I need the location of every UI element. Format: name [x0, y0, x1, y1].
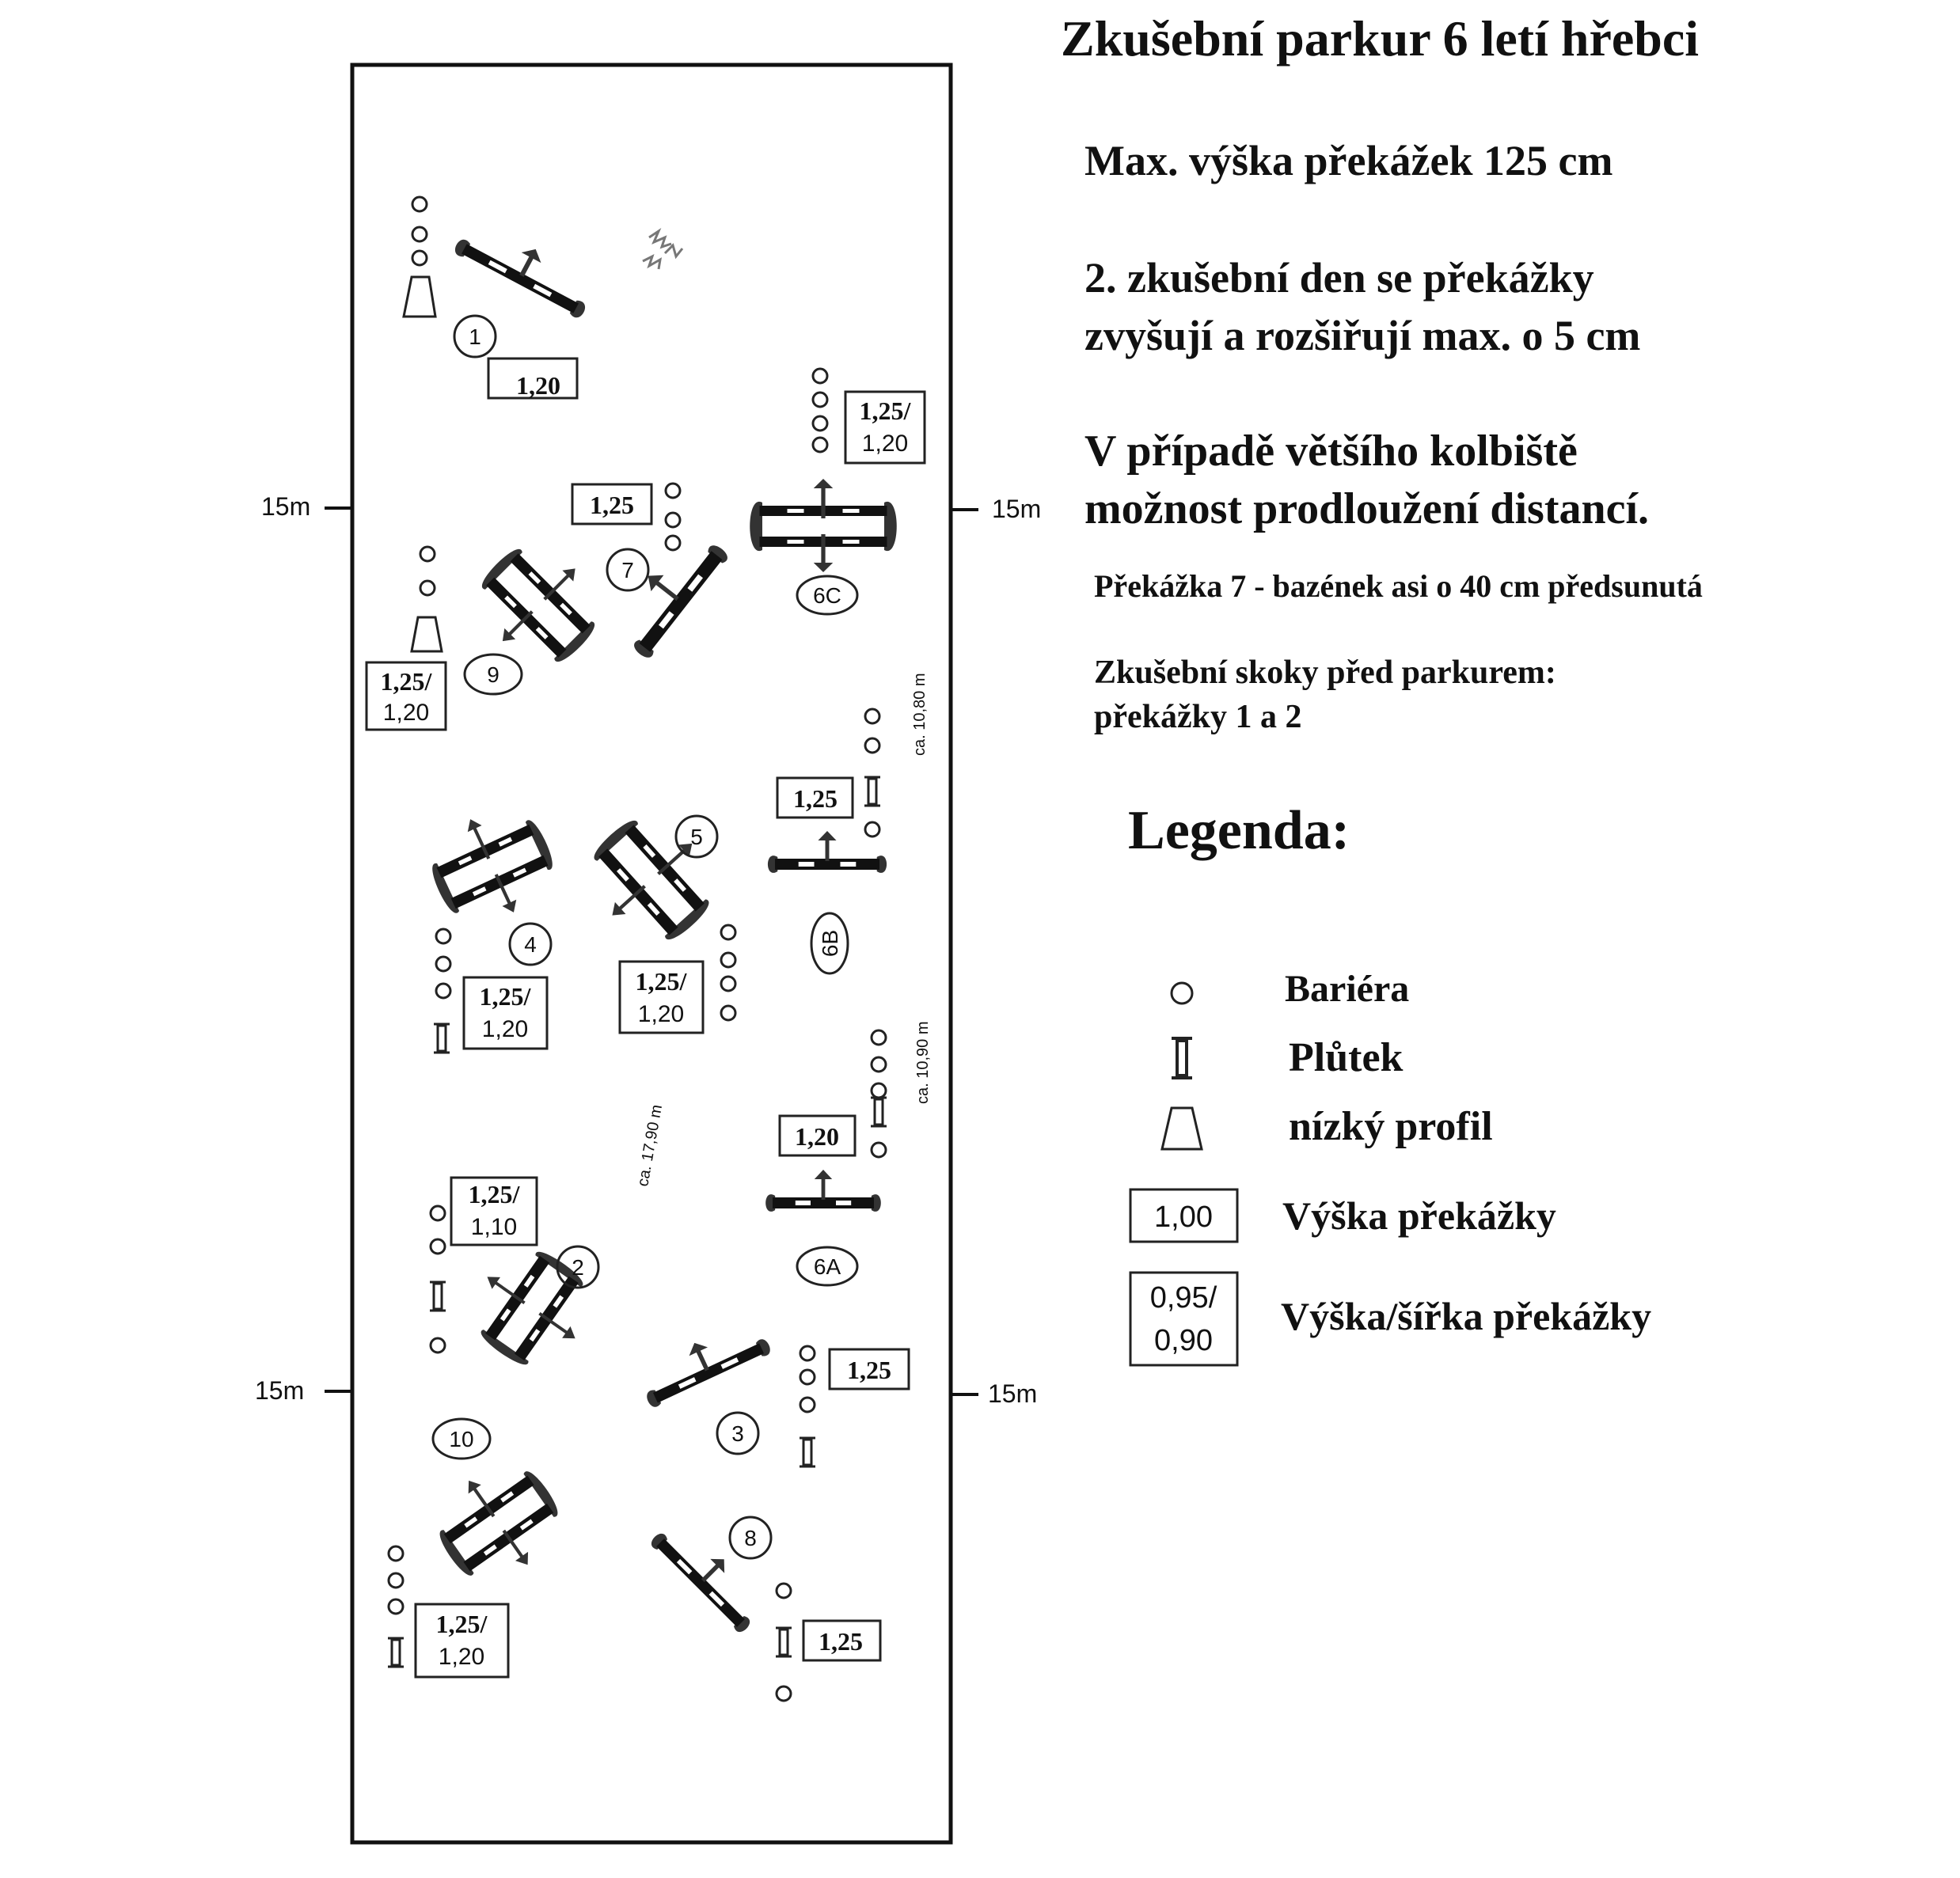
- info-day2-line2: zvyšují a rozšiřují max. o 5 cm: [1084, 312, 1641, 359]
- info-warmup-line2: překážky 1 a 2: [1094, 699, 1302, 735]
- svg-text:1,20: 1,20: [862, 431, 908, 457]
- distance-label-6a-6b: ca. 10,90 m: [914, 1021, 932, 1104]
- marker-right-bottom: 15m: [988, 1379, 1037, 1408]
- svg-text:Plůtek: Plůtek: [1289, 1035, 1404, 1080]
- svg-text:1,25: 1,25: [590, 491, 634, 519]
- obstacle-10: [419, 1445, 578, 1600]
- svg-text:1,10: 1,10: [471, 1214, 517, 1240]
- svg-text:1,20: 1,20: [795, 1122, 839, 1151]
- low-profile-group: [402, 275, 443, 653]
- obstacle-7-height-box: 1,25: [571, 483, 653, 525]
- obstacle-6c-number: 6C: [813, 583, 841, 608]
- obstacle-6c-height-box: 1,25/ 1,20: [844, 390, 926, 465]
- marker-right-top: 15m: [992, 495, 1041, 523]
- info-arena-line2: možnost prodloužení distancí.: [1084, 484, 1650, 533]
- obstacle-10-number: 10: [449, 1427, 473, 1451]
- svg-text:1,20: 1,20: [638, 1001, 684, 1027]
- svg-text:1,00: 1,00: [1154, 1201, 1213, 1234]
- legend-item-low-profile: nízký profil: [1160, 1104, 1493, 1151]
- marker-left-bottom: 15m: [255, 1376, 304, 1405]
- obstacle-9-number: 9: [487, 662, 499, 687]
- obstacle-1-height-box: 1,20: [487, 357, 579, 400]
- obstacle-6a-number: 6A: [814, 1254, 841, 1279]
- arena-outline: [350, 63, 953, 1845]
- svg-text:Bariéra: Bariéra: [1285, 968, 1409, 1010]
- obstacle-9-height-box: 1,25/ 1,20: [365, 661, 447, 731]
- info-max-height: Max. výška překážek 125 cm: [1084, 137, 1613, 184]
- legend-item-barrier: Bariéra: [1170, 968, 1409, 1010]
- info-obstacle7: Překážka 7 - bazének asi o 40 cm předsun…: [1094, 568, 1703, 604]
- obstacle-5-number: 5: [690, 825, 703, 849]
- obstacle-1: [453, 215, 600, 320]
- svg-text:1,25/: 1,25/: [636, 967, 688, 996]
- svg-text:1,25/: 1,25/: [436, 1610, 488, 1638]
- obstacle-9: [459, 525, 619, 685]
- info-warmup-line1: Zkušební skoky před parkurem:: [1094, 654, 1556, 691]
- obstacle-3-height-box: 1,25: [828, 1348, 910, 1390]
- svg-text:1,25/: 1,25/: [480, 982, 532, 1011]
- obstacle-4-height-box: 1,25/ 1,20: [462, 976, 549, 1050]
- obstacle-4: [417, 795, 567, 937]
- svg-text:Výška překážky: Výška překážky: [1282, 1193, 1556, 1238]
- obstacle-8-number: 8: [744, 1526, 757, 1550]
- obstacle-4-number: 4: [524, 932, 537, 957]
- obstacle-5: [570, 796, 735, 962]
- scribble-mark: [642, 227, 684, 270]
- svg-text:1,20: 1,20: [439, 1644, 484, 1670]
- obstacle-6b-number: 6B: [818, 930, 842, 957]
- obstacle-5-height-box: 1,25/ 1,20: [618, 960, 705, 1034]
- legend-item-height-width: 0,95/ 0,90 Výška/šířka překážky: [1129, 1271, 1651, 1367]
- fence-post-group: [388, 776, 887, 1668]
- obstacle-3-number: 3: [731, 1421, 744, 1446]
- obstacle-2-height-box: 1,25/ 1,10: [450, 1176, 538, 1246]
- obstacle-8-height-box: 1,25: [802, 1619, 882, 1662]
- obstacle-6b-height-box: 1,25: [776, 776, 854, 819]
- svg-text:1,25/: 1,25/: [860, 396, 912, 425]
- obstacle-6a: [765, 1170, 881, 1212]
- legend-heading: Legenda:: [1128, 800, 1350, 861]
- svg-text:0,90: 0,90: [1154, 1324, 1213, 1357]
- obstacle-1-number: 1: [469, 324, 481, 349]
- svg-text:1,20: 1,20: [383, 700, 429, 726]
- svg-text:1,25/: 1,25/: [469, 1180, 521, 1208]
- info-arena-line1: V případě většího kolbiště: [1084, 427, 1578, 476]
- svg-text:1,25: 1,25: [847, 1356, 891, 1384]
- obstacle-7: [607, 523, 731, 660]
- legend: Bariéra Plůtek nízký profil 1,00 Výška p…: [1129, 968, 1651, 1367]
- course-title: Zkušební parkur 6 letí hřebci: [1061, 10, 1700, 66]
- svg-text:Výška/šířka překážky: Výška/šířka překážky: [1281, 1294, 1651, 1338]
- svg-text:1,25/: 1,25/: [381, 667, 433, 696]
- obstacle-6a-height-box: 1,20: [778, 1114, 857, 1157]
- obstacle-2-number: 2: [572, 1255, 584, 1280]
- svg-text:nízký profil: nízký profil: [1289, 1104, 1493, 1149]
- svg-text:1,25: 1,25: [793, 784, 838, 813]
- legend-item-height: 1,00 Výška překážky: [1129, 1188, 1556, 1243]
- obstacle-7-number: 7: [621, 558, 634, 582]
- distance-label-6b-6c: ca. 10,80 m: [911, 673, 929, 756]
- svg-text:1,25: 1,25: [819, 1627, 863, 1656]
- obstacle-3: [634, 1315, 773, 1409]
- svg-text:1,20: 1,20: [482, 1016, 528, 1042]
- obstacle-6b: [768, 831, 887, 873]
- obstacle-6c: [750, 479, 897, 572]
- svg-text:0,95/: 0,95/: [1150, 1281, 1217, 1315]
- barrier-group: [387, 195, 887, 1702]
- distance-label-5-6a: ca. 17,90 m: [634, 1103, 666, 1188]
- svg-text:1,20: 1,20: [516, 371, 560, 400]
- info-day2-line1: 2. zkušební den se překážky: [1084, 254, 1594, 302]
- legend-item-fence: Plůtek: [1172, 1035, 1404, 1080]
- obstacle-10-height-box: 1,25/ 1,20: [414, 1603, 510, 1679]
- marker-left-top: 15m: [261, 492, 310, 521]
